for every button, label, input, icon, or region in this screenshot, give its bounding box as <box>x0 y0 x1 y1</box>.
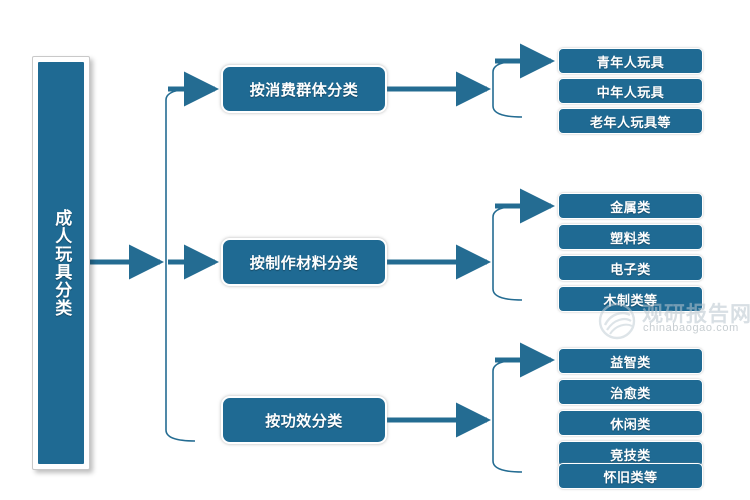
leaf-node[interactable]: 中年人玩具 <box>558 78 703 104</box>
leaf-node-label: 塑料类 <box>610 230 651 246</box>
connector-group-1 <box>387 43 556 118</box>
leaf-node[interactable]: 益智类 <box>558 348 703 374</box>
leaf-node-label: 竞技类 <box>610 447 651 463</box>
connector-group-2 <box>387 188 556 301</box>
leaf-node[interactable]: 塑料类 <box>558 224 703 250</box>
leaf-node-label: 休闲类 <box>610 416 651 432</box>
root-node-fill: 成人玩具分类 <box>38 62 84 464</box>
leaf-node-label: 电子类 <box>610 261 651 277</box>
branch-node-2-label: 按制作材料分类 <box>249 255 359 272</box>
leaf-node[interactable]: 治愈类 <box>558 379 703 405</box>
leaf-node-label: 金属类 <box>610 199 651 215</box>
branch-node-3-label: 按功效分类 <box>265 413 343 430</box>
leaf-node-label: 怀旧类等 <box>603 469 658 485</box>
leaf-node[interactable]: 休闲类 <box>558 410 703 436</box>
root-node-label: 成人玩具分类 <box>52 209 72 317</box>
leaf-node-label: 老年人玩具等 <box>589 114 671 130</box>
leaf-node[interactable]: 青年人玩具 <box>558 48 703 74</box>
branch-node-1-label: 按消费群体分类 <box>249 82 359 99</box>
leaf-node-label: 益智类 <box>610 354 651 370</box>
leaf-node[interactable]: 怀旧类等 <box>558 463 703 489</box>
leaf-node-label: 青年人玩具 <box>596 54 665 70</box>
connector-level1-spine <box>165 71 220 442</box>
branch-node-1[interactable]: 按消费群体分类 <box>221 65 387 113</box>
leaf-node[interactable]: 金属类 <box>558 193 703 219</box>
leaf-node[interactable]: 木制类等 <box>558 286 703 312</box>
root-node[interactable]: 成人玩具分类 <box>32 56 90 470</box>
leaf-node[interactable]: 老年人玩具等 <box>558 108 703 134</box>
watermark-name: 观研报告网 <box>642 302 750 326</box>
leaf-node-label: 治愈类 <box>610 385 651 401</box>
watermark: 观研报告网 chinabaogao.com <box>596 300 750 342</box>
branch-node-3[interactable]: 按功效分类 <box>221 396 387 444</box>
connector-group-3 <box>387 342 556 473</box>
watermark-domain: chinabaogao.com <box>643 322 739 334</box>
leaf-node[interactable]: 电子类 <box>558 255 703 281</box>
watermark-logo-icon <box>598 302 636 340</box>
leaf-node-label: 中年人玩具 <box>596 84 665 100</box>
branch-node-2[interactable]: 按制作材料分类 <box>221 238 387 286</box>
